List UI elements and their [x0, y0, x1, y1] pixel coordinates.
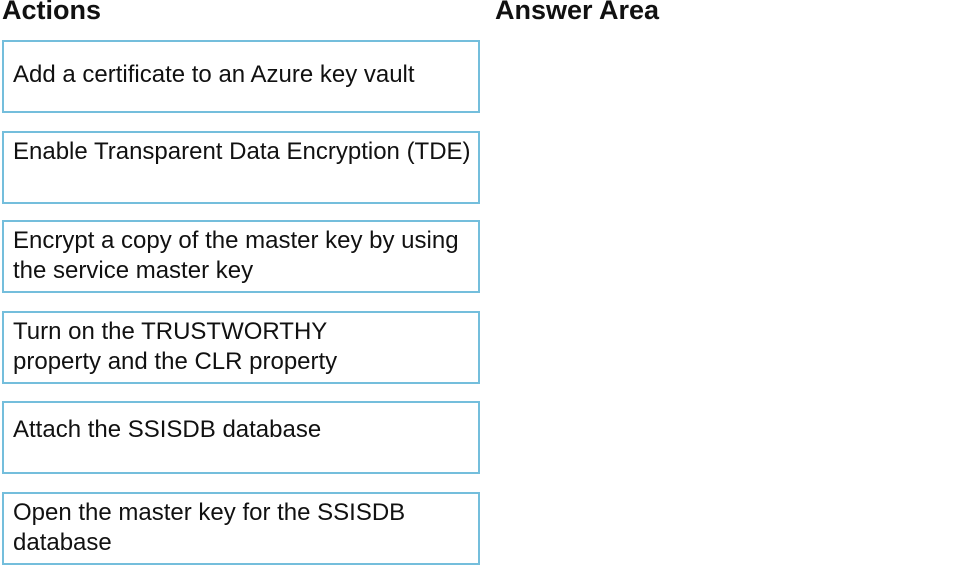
action-item[interactable]: Open the master key for the SSISDB datab… [2, 492, 480, 565]
action-item[interactable]: Enable Transparent Data Encryption (TDE) [2, 131, 480, 204]
answer-area-heading: Answer Area [495, 0, 660, 25]
answer-area[interactable] [495, 40, 965, 565]
actions-heading: Actions [2, 0, 102, 25]
action-label: Attach the SSISDB database [13, 416, 322, 443]
action-item[interactable]: Add a certificate to an Azure key vault [2, 40, 480, 113]
action-label: Turn on the TRUSTWORTHY property and the… [13, 318, 338, 375]
action-label: Encrypt a copy of the master key by usin… [13, 227, 459, 284]
action-label: Open the master key for the SSISDB datab… [13, 499, 406, 556]
action-label: Add a certificate to an Azure key vault [13, 61, 415, 88]
action-label: Enable Transparent Data Encryption (TDE) [13, 138, 471, 165]
action-item[interactable]: Encrypt a copy of the master key by usin… [2, 220, 480, 293]
action-item[interactable]: Attach the SSISDB database [2, 401, 480, 474]
action-item[interactable]: Turn on the TRUSTWORTHY property and the… [2, 311, 480, 384]
